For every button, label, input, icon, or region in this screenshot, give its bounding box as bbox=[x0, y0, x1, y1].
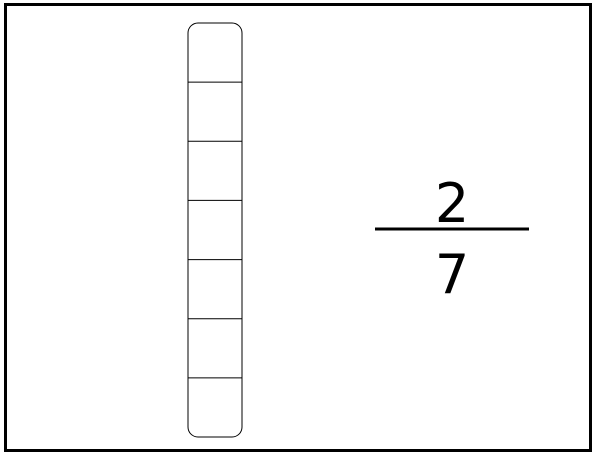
bar-outline bbox=[187, 22, 243, 438]
fraction-display: 2 7 bbox=[375, 172, 529, 306]
fraction-numerator: 2 bbox=[435, 172, 469, 235]
fraction-bar bbox=[187, 22, 243, 438]
fraction-denominator: 7 bbox=[435, 243, 469, 306]
